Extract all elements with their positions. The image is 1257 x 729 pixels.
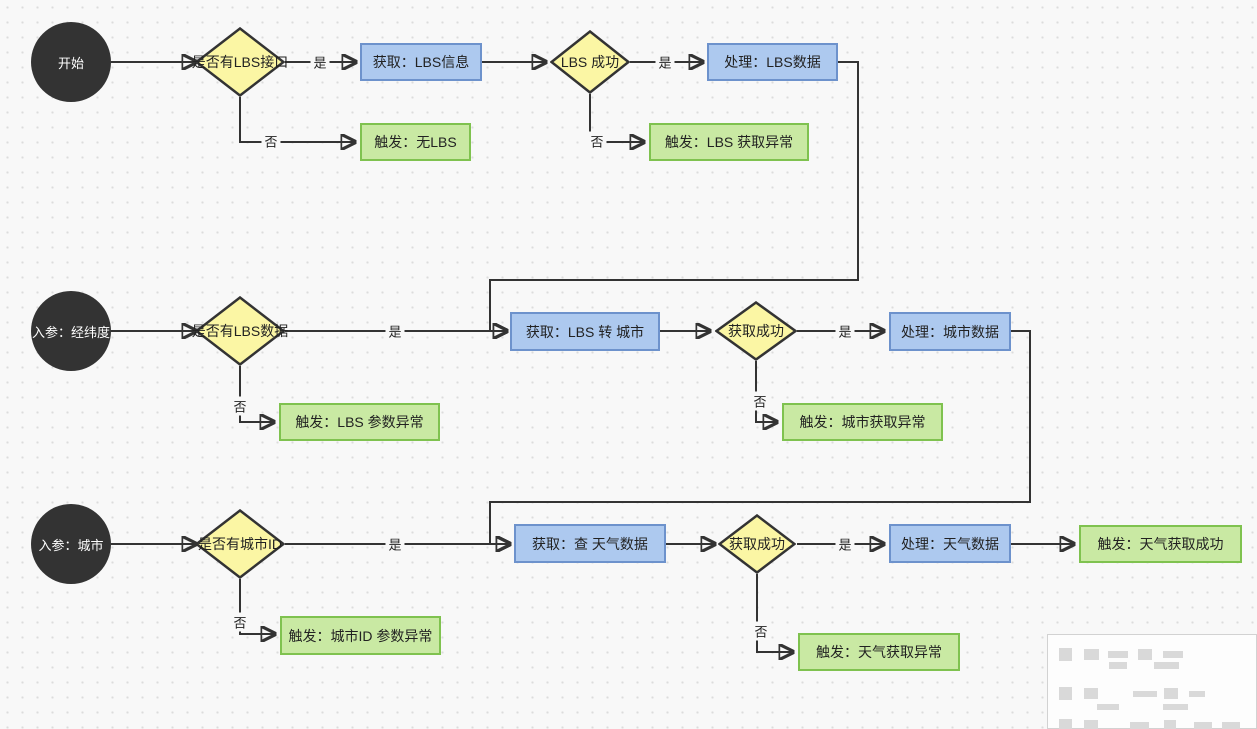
minimap-shape (1097, 704, 1119, 710)
minimap-shape (1109, 662, 1127, 669)
edge-handle-lbs-data-to-get-lbs-to-city (489, 61, 859, 331)
trigger-city-fetch-error[interactable]: 触发：城市获取异常 (782, 403, 943, 441)
start-node-input-city[interactable]: 入参：城市 (31, 504, 111, 584)
diamond-shape (195, 27, 285, 97)
minimap[interactable] (1047, 634, 1257, 729)
edge-label-no[interactable]: 否 (750, 391, 770, 411)
process-label: 获取：查 天气数据 (532, 535, 648, 552)
decision-city-fetch-success[interactable]: 获取成功 (715, 301, 797, 361)
trigger-label: 触发：LBS 获取异常 (664, 134, 794, 150)
process-handle-lbs-data[interactable]: 处理：LBS数据 (707, 43, 838, 81)
minimap-shape (1194, 722, 1212, 729)
decision-has-city-id[interactable]: 是否有城市ID (195, 509, 285, 579)
trigger-lbs-fetch-error[interactable]: 触发：LBS 获取异常 (649, 123, 809, 161)
edge-label-yes[interactable]: 是 (385, 321, 405, 341)
edge-label-yes[interactable]: 是 (655, 52, 675, 72)
process-label: 获取：LBS 转 城市 (525, 323, 645, 340)
decision-has-lbs-api[interactable]: 是否有LBS接口 (191, 27, 289, 97)
minimap-shape (1164, 688, 1178, 699)
edge-label-yes[interactable]: 是 (835, 534, 855, 554)
start-node-input-latlng[interactable]: 入参：经纬度 (31, 291, 111, 371)
trigger-weather-success[interactable]: 触发：天气获取成功 (1079, 525, 1242, 563)
edge-label-no[interactable]: 否 (230, 612, 250, 632)
minimap-shape (1189, 691, 1205, 697)
start-node[interactable]: 开始 (31, 22, 111, 102)
process-get-lbs-to-city[interactable]: 获取：LBS 转 城市 (510, 312, 660, 351)
edge-label-no[interactable]: 否 (751, 621, 771, 641)
minimap-shape (1059, 719, 1072, 729)
minimap-shape (1222, 722, 1240, 729)
decision-lbs-success[interactable]: LBS 成功 (550, 30, 630, 94)
decision-label: LBS 成功 (560, 54, 620, 70)
minimap-shape (1084, 720, 1098, 729)
minimap-shape (1108, 651, 1128, 658)
decision-label: 是否有城市ID (198, 536, 282, 552)
edge-no-to-trigger-no-lbs (239, 97, 355, 142)
process-label: 获取：LBS信息 (372, 54, 470, 70)
start-node-label: 入参：城市 (38, 537, 104, 553)
trigger-label: 触发：无LBS (374, 134, 457, 150)
decision-has-lbs-data[interactable]: 是否有LBS数据 (191, 296, 289, 366)
decision-label: 获取成功 (728, 323, 784, 339)
trigger-label: 触发：天气获取异常 (816, 644, 942, 660)
minimap-shape (1084, 688, 1098, 699)
minimap-shape (1133, 691, 1157, 697)
trigger-label: 触发：城市ID 参数异常 (288, 627, 433, 644)
process-label: 处理：天气数据 (901, 535, 999, 552)
decision-weather-fetch-success[interactable]: 获取成功 (718, 514, 796, 574)
minimap-shape (1130, 722, 1149, 729)
diamond-shape (195, 509, 285, 579)
decision-label: 获取成功 (729, 536, 785, 552)
edge-handle-city-data-to-get-weather (489, 330, 1031, 544)
minimap-shape (1163, 704, 1188, 710)
process-handle-city-data[interactable]: 处理：城市数据 (889, 312, 1011, 351)
process-label: 处理：LBS数据 (724, 54, 821, 70)
edge-label-no[interactable]: 否 (261, 131, 281, 151)
trigger-label: 触发：LBS 参数异常 (295, 414, 424, 430)
process-handle-weather-data[interactable]: 处理：天气数据 (889, 524, 1011, 563)
process-label: 处理：城市数据 (901, 323, 999, 340)
diamond-shape (195, 296, 285, 366)
edge-label-no[interactable]: 否 (587, 131, 607, 151)
minimap-shape (1138, 649, 1152, 660)
trigger-label: 触发：天气获取成功 (1097, 536, 1224, 552)
minimap-shape (1084, 649, 1099, 660)
trigger-city-id-param-error[interactable]: 触发：城市ID 参数异常 (280, 616, 441, 655)
start-node-label: 开始 (57, 55, 84, 71)
process-get-weather-data[interactable]: 获取：查 天气数据 (514, 524, 666, 563)
edge-label-no[interactable]: 否 (230, 396, 250, 416)
minimap-shape (1059, 687, 1072, 700)
decision-label: 是否有LBS数据 (191, 323, 289, 339)
decision-label: 是否有LBS接口 (191, 54, 289, 70)
process-get-lbs-info[interactable]: 获取：LBS信息 (360, 43, 482, 81)
trigger-weather-fetch-error[interactable]: 触发：天气获取异常 (798, 633, 960, 671)
edge-label-yes[interactable]: 是 (310, 52, 330, 72)
edge-label-yes[interactable]: 是 (835, 321, 855, 341)
minimap-shape (1163, 651, 1183, 658)
edge-label-yes[interactable]: 是 (385, 534, 405, 554)
minimap-shape (1164, 720, 1176, 729)
minimap-shape (1154, 662, 1179, 669)
trigger-label: 触发：城市获取异常 (799, 414, 926, 430)
trigger-no-lbs[interactable]: 触发：无LBS (360, 123, 471, 161)
minimap-shape (1059, 648, 1072, 661)
start-node-label: 入参：经纬度 (31, 324, 110, 340)
trigger-lbs-param-error[interactable]: 触发：LBS 参数异常 (279, 403, 440, 441)
